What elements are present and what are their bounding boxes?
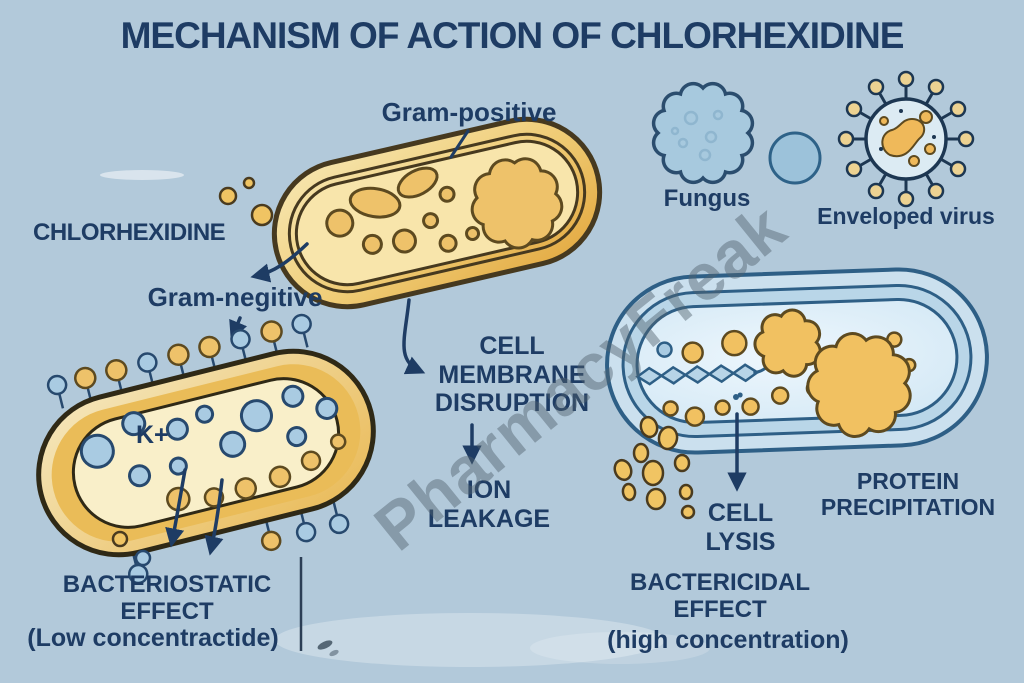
chlorhexidine-arrow	[250, 242, 309, 283]
precipitated-protein	[753, 308, 912, 439]
lysis-dot	[733, 394, 739, 400]
gram-positive-cell	[271, 116, 603, 310]
enveloped-virus-icon	[837, 70, 975, 208]
gram-positive-label: Gram-positive	[381, 97, 557, 127]
gram-positive-pointer-line	[449, 129, 470, 159]
enveloped-virus-label: Enveloped virus	[817, 203, 995, 229]
gram-negative-cell	[36, 313, 376, 585]
ion-leakage-arrows	[165, 468, 224, 556]
cytoplasm-blobs	[325, 157, 564, 255]
gram-negative-label: Gram-negitive	[147, 282, 323, 312]
potassium-ion-label: K+	[136, 421, 169, 449]
fungus-icon	[651, 81, 755, 185]
bacteriostatic-effect-label: BACTERIOSTATIC EFFECT	[62, 571, 272, 626]
leaked-ions	[111, 530, 152, 567]
chlorhexidine-label: CHLORHEXIDINE	[33, 219, 226, 246]
low-concentration-label: (Low concentractide)	[27, 624, 279, 652]
protein-precipitation-label: PROTEIN PRECIPITATION	[820, 468, 996, 521]
yellow-ions	[166, 433, 347, 512]
potassium-ions	[79, 384, 339, 488]
cell-membrane-disruption-label: CELL MEMBRANE DISRUPTION	[434, 332, 590, 417]
cell-lysis-label: CELL LYSIS	[705, 499, 776, 556]
smudge	[317, 640, 339, 657]
page-title: MECHANISM OF ACTION OF CHLORHEXIDINE	[120, 15, 905, 56]
ion-leakage-label: ION LEAKAGE	[427, 476, 551, 533]
lysed-cell	[605, 267, 989, 455]
chlorhexidine-droplets	[218, 176, 274, 227]
spore-icon	[768, 131, 822, 185]
high-concentration-label: (high concentration)	[607, 626, 849, 654]
background-artifacts	[100, 170, 710, 667]
surface-lollipops-bottom	[128, 501, 350, 585]
fungus-label: Fungus	[663, 185, 751, 212]
membrane-disruption-arrow	[402, 298, 426, 375]
bactericidal-effect-label: BACTERICIDAL EFFECT	[630, 569, 810, 624]
lysis-droplets	[613, 415, 696, 520]
